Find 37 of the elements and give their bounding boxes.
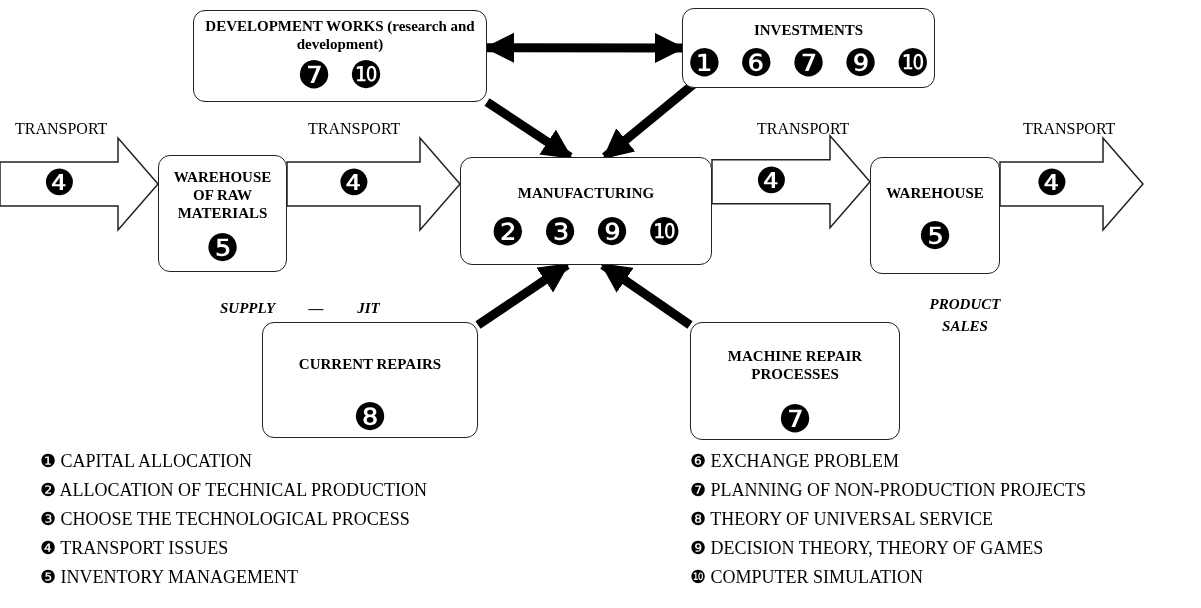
process-box xyxy=(158,155,287,272)
legend-text: ❷ ALLOCATION OF TECHNICAL PRODUCTION xyxy=(40,479,427,501)
node-title: INVESTMENTS xyxy=(753,21,864,39)
legend-text: ❼ PLANNING OF NON-PRODUCTION PROJECTS xyxy=(690,479,1087,501)
node-title: WAREHOUSE xyxy=(886,184,984,202)
legend-text: ❾ DECISION THEORY, THEORY OF GAMES xyxy=(690,537,1044,559)
node-title: WAREHOUSE OF RAW MATERIALS xyxy=(172,168,273,222)
number-badges: ❶ ❻ ❼ ❾ ❿ xyxy=(687,41,930,85)
transport-label: TRANSPORT xyxy=(1023,120,1116,138)
process-box xyxy=(870,157,1000,274)
number-badges: ❺ xyxy=(917,214,953,258)
process-box xyxy=(690,322,900,440)
legend-text: ❺ INVENTORY MANAGEMENT xyxy=(40,566,298,588)
number-badges: ❷ ❸ ❾ ❿ xyxy=(490,210,682,254)
transport-label: TRANSPORT xyxy=(757,120,850,138)
legend-text: ❽ THEORY OF UNIVERSAL SERVICE xyxy=(690,508,993,530)
process-box xyxy=(460,157,712,265)
number-badges: ❼ xyxy=(777,397,813,441)
legend-text: ❶ CAPITAL ALLOCATION xyxy=(40,450,252,472)
legend-text: ❻ EXCHANGE PROBLEM xyxy=(690,450,899,472)
transport-label: TRANSPORT xyxy=(308,120,401,138)
annotation: PRODUCT SALES xyxy=(928,295,1002,336)
process-box xyxy=(682,8,935,88)
legend-text: ❹ TRANSPORT ISSUES xyxy=(40,537,229,559)
node-title: MANUFACTURING xyxy=(517,184,655,202)
node-title: MACHINE REPAIR PROCESSES xyxy=(726,347,864,383)
number-badges: ❺ xyxy=(205,226,240,270)
process-box xyxy=(193,10,487,102)
number-badges: ❽ xyxy=(352,395,388,439)
process-box xyxy=(262,322,478,438)
node-title: DEVELOPMENT WORKS (research and development) xyxy=(204,17,476,53)
legend-text: ❿ COMPUTER SIMULATION xyxy=(690,566,923,588)
annotation: TRANSPORT xyxy=(15,120,108,138)
number-badges: ❼ ❿ xyxy=(296,53,384,97)
annotation: SUPPLY — JIT xyxy=(220,300,380,317)
legend-text: ❸ CHOOSE THE TECHNOLOGICAL PROCESS xyxy=(40,508,410,530)
node-title: CURRENT REPAIRS xyxy=(298,355,442,373)
